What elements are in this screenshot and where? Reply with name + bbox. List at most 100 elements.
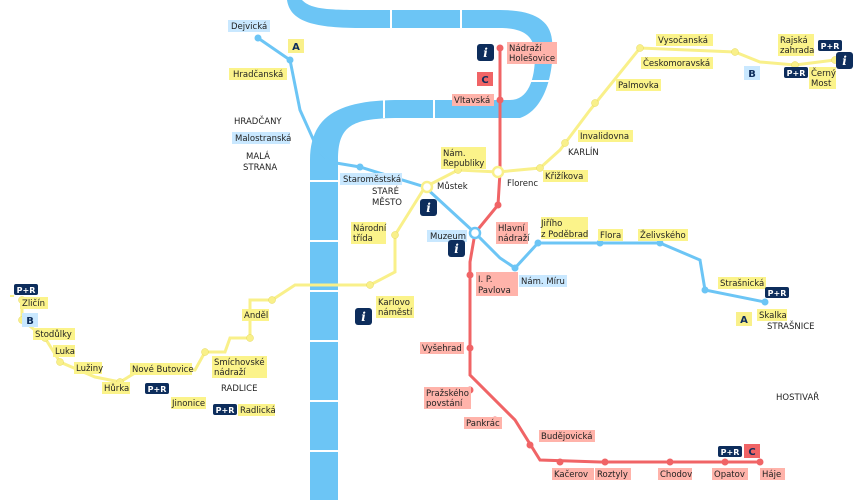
label-jinonice[interactable]: Jinonice [171, 399, 205, 409]
label-vysocanska[interactable]: Vysočanská [658, 35, 708, 46]
label-zlicin[interactable]: Zličín [22, 298, 45, 309]
label-holesovice-2[interactable]: Holešovice [509, 53, 555, 64]
label-budejovicka[interactable]: Budějovická [541, 432, 592, 442]
label-vysehrad[interactable]: Vyšehrad [422, 343, 462, 354]
station-dot-budejovicka[interactable] [526, 441, 534, 449]
label-cerny-1[interactable]: Černý [811, 67, 836, 79]
label-florenc[interactable]: Florenc [507, 179, 538, 189]
label-strasnicka[interactable]: Strašnická [720, 278, 764, 289]
station-dot-skalka[interactable] [761, 298, 769, 306]
transfer-florenc[interactable] [491, 165, 505, 179]
label-jiriho-1[interactable]: Jiřího [540, 219, 562, 229]
info-icon-cerny-most[interactable]: i [836, 52, 853, 69]
station-dot-ceskomoravska[interactable] [636, 44, 644, 52]
station-dot-krizikova[interactable] [536, 164, 544, 172]
label-pankrac[interactable]: Pankrác [466, 419, 500, 429]
label-invalidovna[interactable]: Invalidovna [580, 132, 629, 142]
station-dot-opatov[interactable] [721, 458, 729, 466]
label-krizikova[interactable]: Křižíkova [545, 172, 583, 182]
label-ip-1[interactable]: I. P. [478, 275, 492, 285]
label-dejvicka[interactable]: Dejvická [231, 22, 267, 32]
station-dot-luziny[interactable] [56, 358, 64, 366]
station-dot-ip-pavlova[interactable] [466, 271, 474, 279]
label-kacerov[interactable]: Kačerov [554, 469, 588, 480]
label-palmovka[interactable]: Palmovka [618, 81, 659, 91]
label-skalka[interactable]: Skalka [759, 311, 787, 321]
label-prazskeho-2[interactable]: povstání [426, 399, 463, 409]
info-icon-mustek[interactable]: i [420, 199, 437, 216]
label-holesovice-1[interactable]: Nádraží [509, 44, 542, 54]
station-dot-invalidovna[interactable] [561, 139, 569, 147]
station-dot-strasnicka[interactable] [701, 286, 709, 294]
label-rajska-1[interactable]: Rajská [780, 36, 808, 46]
station-dot-malostranska[interactable] [314, 146, 322, 154]
pr-badge-cerny-most[interactable]: P+R [784, 67, 808, 78]
label-roztyly[interactable]: Roztyly [597, 470, 628, 480]
label-radlicka[interactable]: Radlická [240, 406, 276, 416]
station-dot-roztyly[interactable] [601, 458, 609, 466]
label-staromestska[interactable]: Staroměstská [343, 175, 401, 185]
station-dot-palmovka[interactable] [591, 99, 599, 107]
label-nam-miru[interactable]: Nám. Míru [521, 277, 565, 287]
label-narodni-2[interactable]: třída [353, 234, 373, 244]
label-nove-butovice[interactable]: Nové Butovice [132, 364, 194, 375]
label-stodulky[interactable]: Stodůlky [35, 329, 72, 340]
pr-badge-zlicin[interactable]: P+R [14, 284, 38, 295]
label-hlavni-2[interactable]: nádraží [498, 234, 530, 244]
label-hurka[interactable]: Hůrka [104, 383, 129, 394]
station-dot-chodov[interactable] [666, 458, 674, 466]
station-dot-dejvicka[interactable] [254, 34, 262, 42]
station-dot-zelivskeho[interactable] [656, 239, 664, 247]
pr-badge-rajska-zahrada[interactable]: P+R [818, 40, 842, 51]
label-hlavni-1[interactable]: Hlavní [498, 224, 525, 234]
station-dot-holesovice[interactable] [496, 44, 504, 52]
pr-badge-nove-butovice[interactable]: P+R [145, 383, 169, 394]
station-dot-vysehrad[interactable] [466, 344, 474, 352]
label-narodni-1[interactable]: Národní [353, 224, 387, 234]
label-vltavska[interactable]: Vltavská [454, 96, 490, 106]
label-malostranska[interactable]: Malostranská [235, 134, 291, 144]
transfer-mustek[interactable] [420, 180, 434, 194]
station-dot-smichovske[interactable] [268, 296, 276, 304]
label-flora[interactable]: Flora [600, 231, 621, 241]
station-dot-narodni[interactable] [391, 231, 399, 239]
label-karlovo-1[interactable]: Karlovo [378, 298, 410, 308]
label-prazskeho-1[interactable]: Pražského [426, 388, 469, 399]
label-smichovske-1[interactable]: Smíchovské [214, 357, 265, 368]
label-luka[interactable]: Luka [55, 347, 75, 357]
label-haje[interactable]: Háje [762, 470, 781, 480]
label-muzeum[interactable]: Muzeum [430, 232, 466, 242]
label-ip-2[interactable]: Pavlova [478, 286, 511, 296]
label-smichovske-2[interactable]: nádraží [214, 368, 246, 378]
station-dot-radlicka[interactable] [246, 334, 254, 342]
info-icon-holesovice[interactable]: i [477, 44, 494, 61]
pr-badge-skalka[interactable]: P+R [765, 287, 789, 298]
label-zelivskeho[interactable]: Želivského [640, 229, 686, 241]
station-dot-vltavska[interactable] [496, 96, 504, 104]
station-dot-jiriho[interactable] [534, 239, 542, 247]
station-dot-staromestska[interactable] [356, 163, 364, 171]
label-chodov[interactable]: Chodov [660, 470, 692, 480]
label-cerny-2[interactable]: Most [811, 79, 832, 89]
pr-badge-opatov[interactable]: P+R [718, 446, 742, 457]
label-hradcanska[interactable]: Hradčanská [233, 69, 283, 80]
label-jiriho-2[interactable]: z Poděbrad [541, 230, 588, 240]
station-dot-kacerov[interactable] [556, 458, 564, 466]
transfer-muzeum[interactable] [468, 226, 482, 240]
station-dot-karlovo[interactable] [366, 281, 374, 289]
label-nam-republiky-2[interactable]: Republiky [443, 159, 484, 169]
station-dot-haje[interactable] [756, 458, 764, 466]
label-opatov[interactable]: Opatov [714, 470, 745, 480]
label-rajska-2[interactable]: zahrada [780, 46, 814, 56]
info-icon-muzeum[interactable]: i [448, 240, 465, 257]
station-dot-hradcanska[interactable] [286, 56, 294, 64]
label-karlovo-2[interactable]: náměstí [378, 308, 413, 318]
pr-badge-radlicka[interactable]: P+R [213, 404, 237, 415]
info-icon-karlovo[interactable]: i [355, 308, 372, 325]
label-ceskomoravska[interactable]: Českomoravská [643, 57, 710, 69]
station-dot-vysocanska[interactable] [731, 48, 739, 56]
label-luziny[interactable]: Lužiny [76, 364, 103, 374]
label-mustek[interactable]: Můstek [437, 181, 468, 192]
label-nam-republiky-1[interactable]: Nám. [443, 149, 466, 159]
station-dot-jinonice[interactable] [201, 348, 209, 356]
